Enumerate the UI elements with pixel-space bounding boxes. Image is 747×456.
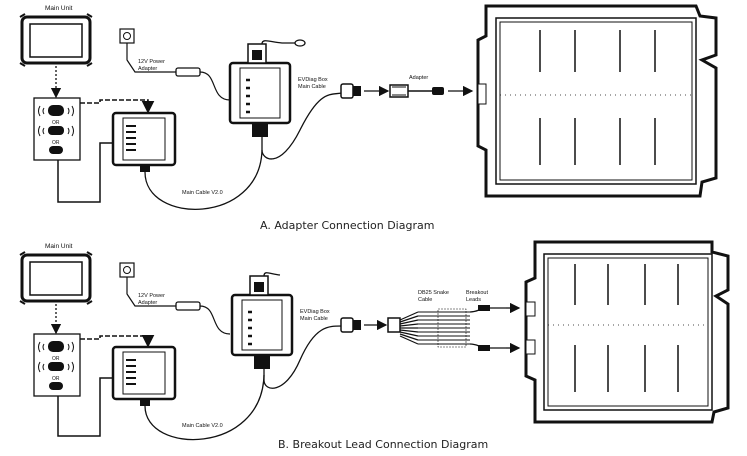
cable-v2-label-b: Main Cable V2.0 [182,423,223,429]
caption-b: B. Breakout Lead Connection Diagram [278,438,488,451]
or-label-b2: OR [52,376,60,382]
db25-snake-cable [387,308,470,348]
battery-pack-b [524,240,730,424]
power-adapter-label-b2: Adapter [138,300,157,306]
snake-cable-label-1: DB25 Snake [418,290,449,296]
power-adapter-label-b1: 12V Power [138,293,165,299]
main-cable-label-a1: EVDiag Box [298,77,328,83]
power-adapter-label-a1: 12V Power [138,59,165,65]
main-unit-tablet [19,13,93,67]
diagram-a: Main Unit OR OR Main Cable V2.0 [19,4,718,232]
adapter [389,84,444,98]
main-cable-label-b1: EVDiag Box [300,309,330,315]
breakout-label-1: Breakout [466,290,488,296]
or-label-b1: OR [52,356,60,362]
cable-v2-label-a: Main Cable V2.0 [182,190,223,196]
main-cable-label-b2: Main Cable [300,316,328,322]
battery-pack-a [476,4,718,198]
db-connector-a [340,83,361,99]
main-cable-label-a2: Main Cable [298,84,326,90]
main-unit-label: Main Unit [45,5,73,12]
wall-socket-icon-b [119,262,135,278]
caption-a: A. Adapter Connection Diagram [260,219,434,232]
breakout-leads [469,305,506,351]
or-label-a2: OR [52,140,60,146]
or-label-a1: OR [52,120,60,126]
db-connector-b [340,317,361,333]
power-adapter-label-a2: Adapter [138,66,157,72]
evdiag-box [228,43,292,137]
snake-cable-label-2: Cable [418,297,432,303]
device-options-card-b [33,333,81,397]
vci-box-b [111,345,177,406]
main-unit-label-b: Main Unit [45,243,73,250]
wall-socket-icon [119,28,135,44]
vci-box [111,111,177,172]
diagram-b: Main Unit OR OR Main Cable V2.0 [19,240,730,451]
main-unit-tablet-b [19,251,93,305]
device-options-card [33,97,81,161]
evdiag-box-b [230,275,294,369]
adapter-label: Adapter [409,75,428,81]
breakout-label-2: Leads [466,297,481,303]
